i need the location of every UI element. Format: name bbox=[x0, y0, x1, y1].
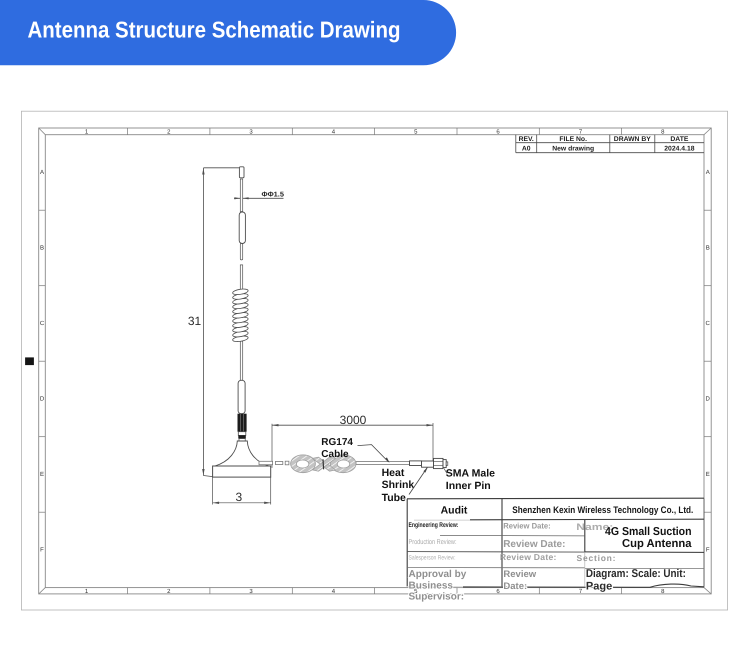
svg-text:Production Review:: Production Review: bbox=[409, 538, 457, 546]
svg-text:Review Date:: Review Date: bbox=[500, 552, 557, 562]
svg-text:Inner Pin: Inner Pin bbox=[446, 480, 491, 492]
svg-text:3: 3 bbox=[235, 490, 242, 504]
svg-text:Review: Review bbox=[503, 569, 536, 580]
svg-text:Cup Antenna: Cup Antenna bbox=[622, 538, 692, 550]
svg-text:C: C bbox=[40, 320, 45, 327]
svg-text:Antenna Structure Schematic Dr: Antenna Structure Schematic Drawing bbox=[28, 16, 401, 42]
svg-text:E: E bbox=[706, 471, 710, 478]
svg-text:E: E bbox=[40, 471, 44, 478]
svg-text:Heat: Heat bbox=[382, 467, 405, 479]
svg-text:Page: Page bbox=[586, 581, 612, 593]
svg-text:F: F bbox=[706, 547, 710, 554]
svg-text:B: B bbox=[706, 245, 710, 252]
svg-text:F: F bbox=[40, 547, 44, 554]
svg-text:Review Date:: Review Date: bbox=[503, 539, 565, 550]
svg-text:Business: Business bbox=[409, 580, 454, 591]
svg-text:31: 31 bbox=[188, 314, 202, 328]
svg-text:DRAWN BY: DRAWN BY bbox=[614, 136, 651, 143]
svg-text:Approval by: Approval by bbox=[409, 569, 467, 580]
svg-text:Audit: Audit bbox=[441, 504, 468, 516]
svg-text:New drawing: New drawing bbox=[552, 145, 594, 152]
svg-text:Diagram: Scale: Unit:: Diagram: Scale: Unit: bbox=[586, 568, 686, 580]
svg-text:Tube: Tube bbox=[382, 492, 406, 504]
svg-text:Supervisor:: Supervisor: bbox=[409, 591, 465, 602]
svg-text:Shrink: Shrink bbox=[382, 479, 415, 491]
svg-text:D: D bbox=[40, 396, 45, 403]
svg-text:4G Small Suction: 4G Small Suction bbox=[605, 526, 692, 538]
svg-text:Engineering Review:: Engineering Review: bbox=[409, 522, 459, 529]
svg-text:C: C bbox=[706, 320, 711, 327]
svg-text:A: A bbox=[706, 169, 710, 176]
svg-text:SMA Male: SMA Male bbox=[446, 468, 495, 480]
svg-text:Section:: Section: bbox=[577, 553, 616, 563]
svg-text:B: B bbox=[40, 245, 44, 252]
svg-text:D: D bbox=[706, 396, 711, 403]
svg-text:3000: 3000 bbox=[340, 413, 367, 427]
svg-text:FILE No.: FILE No. bbox=[559, 136, 587, 143]
svg-text:A: A bbox=[40, 169, 44, 176]
svg-text:Shenzhen Kexin Wireless Techno: Shenzhen Kexin Wireless Technology Co., … bbox=[512, 505, 693, 516]
svg-text:RG174: RG174 bbox=[321, 437, 353, 448]
svg-text:Salesperson Review:: Salesperson Review: bbox=[409, 555, 456, 562]
svg-text:2024.4.18: 2024.4.18 bbox=[664, 145, 694, 152]
svg-text:Date:: Date: bbox=[503, 581, 527, 592]
svg-text:REV.: REV. bbox=[519, 136, 534, 143]
svg-text:DATE: DATE bbox=[670, 136, 688, 143]
svg-text:ΦΦ1.5: ΦΦ1.5 bbox=[262, 192, 285, 199]
svg-text:A0: A0 bbox=[522, 145, 531, 152]
svg-text:Cable: Cable bbox=[321, 449, 349, 460]
svg-text:Review Date:: Review Date: bbox=[503, 521, 551, 530]
